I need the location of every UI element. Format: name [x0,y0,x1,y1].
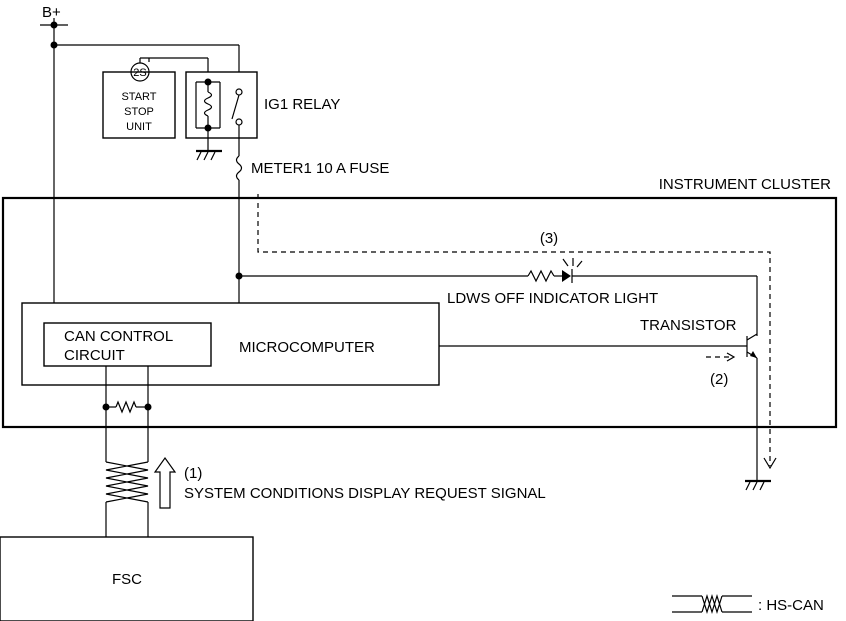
relay-coil-icon [203,91,213,117]
terminal-2s-label: 2S [133,67,146,79]
fsc-box [0,536,254,621]
transistor-emitter-arrow-icon [750,351,757,358]
start-stop-label-3: UNIT [126,121,152,133]
instrument-cluster-label: INSTRUMENT CLUSTER [659,176,831,193]
can-control-label-1: CAN CONTROL [64,328,173,345]
fuse-icon [235,155,243,181]
can-control-label-2: CIRCUIT [64,347,125,364]
indicator-light-label: LDWS OFF INDICATOR LIGHT [447,290,658,307]
transistor-ground-hatch-3 [759,481,765,491]
relay-ground-hatch-1 [196,151,202,161]
microcomputer-label: MICROCOMPUTER [239,339,375,356]
instrument-cluster-box [1,196,838,429]
start-stop-label-1: START [121,91,156,103]
start-stop-label-2: STOP [124,106,154,118]
can-control-circuit-box [43,322,212,367]
legend-twisted-pair-icon [701,593,723,615]
transistor-ground-hatch-1 [745,481,751,491]
relay-ground-hatch-2 [203,151,209,161]
current-path-2-arrow-icon [726,352,736,362]
can-terminating-resistor-icon [115,400,137,414]
relay-ground-hatch-3 [210,151,216,161]
relay-switch-arm-icon [231,94,240,120]
current-path-3 [257,194,771,466]
ig1-relay-box [185,71,258,139]
led-ray-1 [562,258,569,267]
indicator-resistor-icon [527,269,555,283]
legend-label: : HS-CAN [758,597,824,614]
transistor-label: TRANSISTOR [640,317,737,334]
current-path-3-arrow-icon [763,457,777,470]
step1-label: (1) [184,465,202,482]
supply-label: B+ [42,4,61,21]
start-stop-unit-box [102,71,176,139]
ig1-relay-label: IG1 RELAY [264,96,340,113]
transistor-collector-icon [746,333,758,341]
fuse-label: METER1 10 A FUSE [251,160,389,177]
step2-label: (2) [710,371,728,388]
led-ray-3 [576,260,583,268]
step3-label: (3) [540,230,558,247]
can-twisted-pair-icon [105,461,149,503]
transistor-ground-hatch-2 [752,481,758,491]
supply-node [50,21,58,29]
signal-arrow-icon [153,456,177,509]
signal-label: SYSTEM CONDITIONS DISPLAY REQUEST SIGNAL [184,485,546,502]
fsc-label: FSC [112,571,142,588]
led-triangle-icon [562,270,571,282]
